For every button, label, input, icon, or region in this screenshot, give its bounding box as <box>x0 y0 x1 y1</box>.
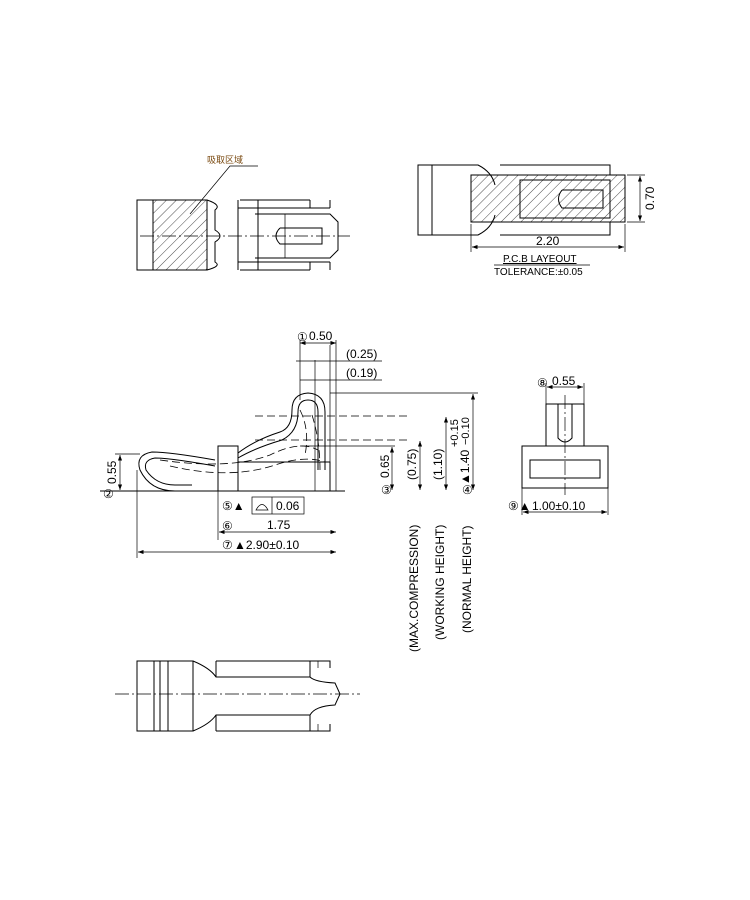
side-view: ① 0.50 (0.25) (0.19) 0.55 ② 0.65 ③ (0.75… <box>100 329 478 652</box>
pcb-layout-title: P.C.B LAYEOUT <box>503 254 577 265</box>
pcb-width-dim: 2.20 <box>536 234 560 248</box>
dim-025: (0.25) <box>346 347 377 361</box>
dim-1-value: 0.50 <box>309 329 333 343</box>
label-normal-height: (NORMAL HEIGHT) <box>460 525 474 633</box>
label-max-compression: (MAX.COMPRESSION) <box>407 525 421 652</box>
pcb-tolerance: TOLERANCE:±0.05 <box>494 267 583 278</box>
dim-5-value: 0.06 <box>276 499 300 513</box>
end-view: ⑧ 0.55 ⑨▲ 1.00±0.10 <box>508 374 609 515</box>
dim-2-marker: ② <box>103 487 114 501</box>
dim-1-marker: ① <box>297 330 308 344</box>
dim-4-tol-minus: −0.10 <box>460 417 472 445</box>
dim-2-value: 0.55 <box>105 460 119 484</box>
dim-019: (0.19) <box>346 366 377 380</box>
dim-110: (1.10) <box>431 449 445 480</box>
suction-area-label: 吸取区域 <box>207 154 243 165</box>
dim-4-tol-plus: +0.15 <box>449 419 461 447</box>
dim-4-value: ▲1.40 <box>458 449 472 485</box>
dim-9-value: 1.00±0.10 <box>532 499 586 513</box>
dim-7-marker: ⑦ <box>222 538 233 552</box>
pcb-height-dim: 0.70 <box>643 186 657 210</box>
bottom-view <box>115 660 360 732</box>
dim-7-value: ▲2.90±0.10 <box>234 538 300 552</box>
dim-3-marker: ③ <box>381 483 392 497</box>
dim-4-marker: ④ <box>462 483 473 497</box>
dim-075: (0.75) <box>405 449 419 480</box>
dim-6-marker: ⑥ <box>222 519 233 533</box>
dim-5-marker: ⑤▲ <box>222 499 245 513</box>
pcb-layout-view: 0.70 2.20 P.C.B LAYEOUT TOLERANCE:±0.05 <box>417 164 657 278</box>
dim-6-value: 1.75 <box>267 518 291 532</box>
dim-9-marker: ⑨▲ <box>508 499 531 513</box>
dim-8-value: 0.55 <box>552 374 576 388</box>
dim-8-marker: ⑧ <box>537 376 548 390</box>
top-view: 吸取区域 <box>136 154 350 271</box>
label-working-height: (WORKING HEIGHT) <box>433 525 447 640</box>
dim-3-value: 0.65 <box>378 454 392 478</box>
